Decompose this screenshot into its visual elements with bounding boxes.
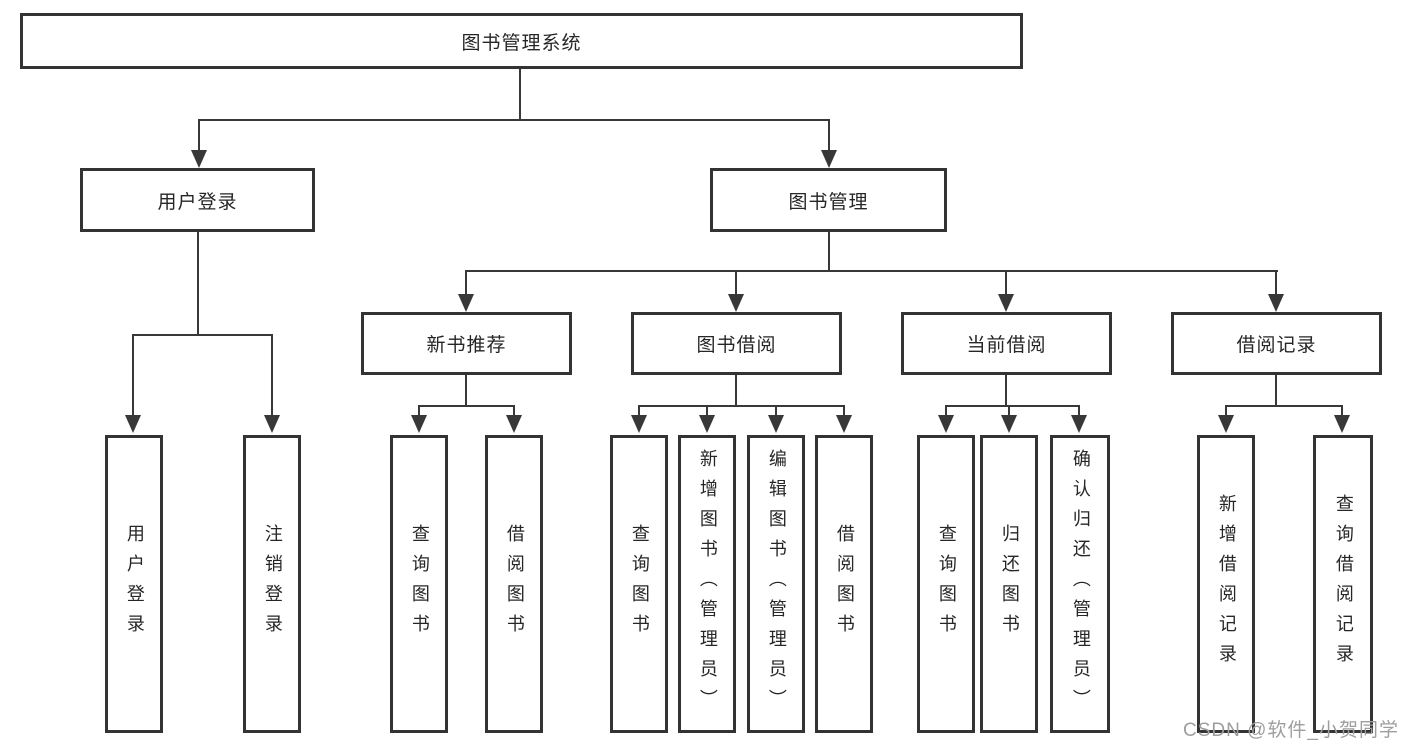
node-user-login: 用户登录	[80, 168, 315, 232]
arrowhead-down-icon	[768, 415, 784, 433]
arrowhead-down-icon	[458, 294, 474, 312]
connector-line	[418, 405, 420, 417]
arrowhead-down-icon	[411, 415, 427, 433]
node-book-borrowing: 图书借阅	[631, 312, 842, 375]
node-label: 图书管理	[788, 191, 869, 213]
node-leaf-query-borrow-record: 查询借阅记录	[1313, 435, 1373, 733]
connector-line	[1275, 270, 1277, 296]
arrowhead-down-icon	[938, 415, 954, 433]
connector-line	[1008, 405, 1010, 417]
arrowhead-down-icon	[631, 415, 647, 433]
connector-line	[1225, 405, 1343, 407]
node-label: 当前借阅	[966, 335, 1047, 356]
node-label: 新增图书（管理员）	[697, 449, 718, 719]
connector-line	[519, 68, 521, 120]
node-label: 编辑图书（管理员）	[766, 449, 787, 719]
node-leaf-borrow-books-2: 借阅图书	[815, 435, 873, 733]
node-new-book-recommendation: 新书推荐	[361, 312, 572, 375]
node-label: 借阅记录	[1236, 335, 1317, 356]
arrowhead-down-icon	[1001, 415, 1017, 433]
node-book-management: 图书管理	[710, 168, 947, 232]
connector-line	[271, 334, 273, 417]
arrowhead-down-icon	[836, 415, 852, 433]
node-label: 新增借阅记录	[1216, 494, 1237, 674]
node-leaf-add-borrow-record: 新增借阅记录	[1197, 435, 1255, 733]
node-label: 借阅图书	[834, 524, 855, 644]
connector-line	[1275, 375, 1277, 407]
connector-line	[945, 405, 947, 417]
node-leaf-add-books-admin: 新增图书（管理员）	[678, 435, 736, 733]
node-label: 用户登录	[124, 524, 145, 644]
arrowhead-down-icon	[1334, 415, 1350, 433]
arrowhead-down-icon	[191, 150, 207, 168]
arrowhead-down-icon	[506, 415, 522, 433]
node-current-borrowing: 当前借阅	[901, 312, 1112, 375]
csdn-watermark: CSDN @软件_小贺同学	[1183, 720, 1399, 741]
node-label: 借阅图书	[504, 524, 525, 644]
connector-line	[1078, 405, 1080, 417]
arrowhead-down-icon	[1268, 294, 1284, 312]
node-label: 确认归还（管理员）	[1070, 449, 1091, 719]
node-leaf-logout: 注销登录	[243, 435, 301, 733]
connector-line	[843, 405, 845, 417]
connector-line	[638, 405, 845, 407]
node-leaf-query-books-2: 查询图书	[610, 435, 668, 733]
connector-line	[828, 119, 830, 152]
node-label: 用户登录	[157, 191, 238, 213]
connector-line	[465, 270, 1278, 272]
arrowhead-down-icon	[998, 294, 1014, 312]
arrowhead-down-icon	[821, 150, 837, 168]
node-label: 图书借阅	[696, 335, 777, 356]
connector-line	[1005, 270, 1007, 296]
connector-line	[132, 334, 134, 417]
connector-line	[735, 375, 737, 407]
connector-line	[1005, 375, 1007, 407]
connector-line	[1341, 405, 1343, 417]
connector-line	[197, 232, 199, 336]
node-leaf-user-login: 用户登录	[105, 435, 163, 733]
connector-line	[775, 405, 777, 417]
node-leaf-query-books-3: 查询图书	[917, 435, 975, 733]
node-label: 注销登录	[262, 524, 283, 644]
connector-line	[828, 232, 830, 272]
node-leaf-edit-books-admin: 编辑图书（管理员）	[747, 435, 805, 733]
node-leaf-query-books-1: 查询图书	[390, 435, 448, 733]
connector-line	[465, 270, 467, 296]
node-label: 查询图书	[629, 524, 650, 644]
connector-line	[1225, 405, 1227, 417]
connector-line	[513, 405, 515, 417]
connector-line	[418, 405, 515, 407]
node-label: 查询借阅记录	[1333, 494, 1354, 674]
node-label: 查询图书	[409, 524, 430, 644]
node-label: 查询图书	[936, 524, 957, 644]
connector-line	[132, 334, 273, 336]
arrowhead-down-icon	[1071, 415, 1087, 433]
connector-line	[945, 405, 1080, 407]
connector-line	[706, 405, 708, 417]
arrowhead-down-icon	[264, 415, 280, 433]
connector-line	[465, 375, 467, 407]
arrowhead-down-icon	[728, 294, 744, 312]
connector-line	[198, 119, 830, 121]
node-label: 图书管理系统	[461, 32, 582, 54]
node-leaf-return-books: 归还图书	[980, 435, 1038, 733]
node-leaf-borrow-books-1: 借阅图书	[485, 435, 543, 733]
node-label: 新书推荐	[426, 335, 507, 356]
arrowhead-down-icon	[699, 415, 715, 433]
arrowhead-down-icon	[125, 415, 141, 433]
node-borrowing-records: 借阅记录	[1171, 312, 1382, 375]
connector-line	[735, 270, 737, 296]
node-book-management-system: 图书管理系统	[20, 13, 1023, 69]
connector-line	[638, 405, 640, 417]
connector-line	[198, 119, 200, 152]
node-label: 归还图书	[999, 524, 1020, 644]
arrowhead-down-icon	[1218, 415, 1234, 433]
node-leaf-confirm-return-admin: 确认归还（管理员）	[1050, 435, 1110, 733]
